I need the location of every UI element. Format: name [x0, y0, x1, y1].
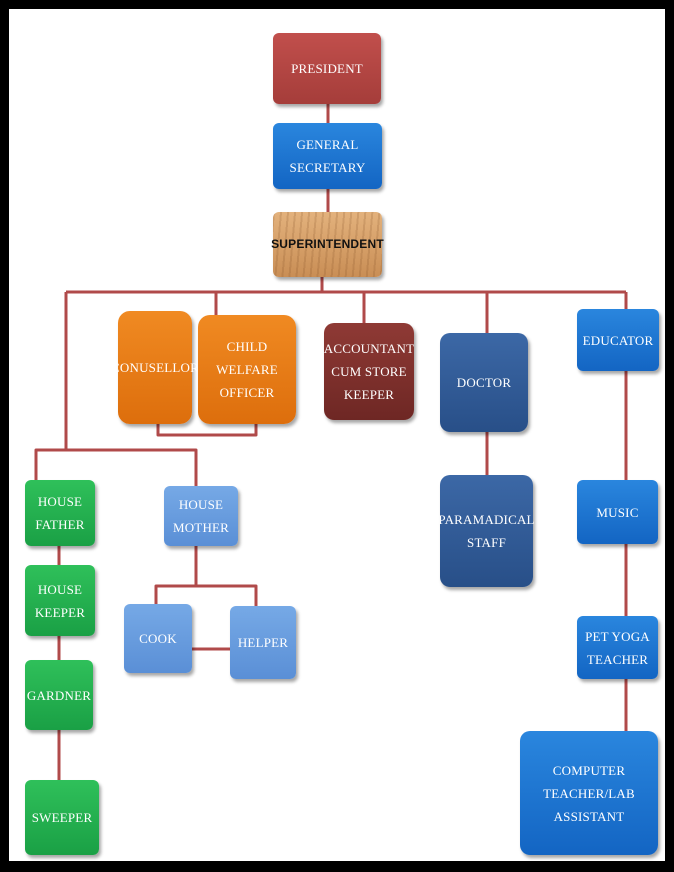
general-secretary-box: GENERAL SECRETARY	[273, 123, 382, 189]
org-chart-connectors	[34, 104, 628, 780]
connector-mother-staff	[154, 546, 198, 604]
educator-box: EDUCATOR	[577, 309, 659, 371]
counsellor-box: CONUSELLOR	[111, 311, 199, 424]
cook-box: COOK	[124, 604, 192, 673]
child-welfare-officer-box: CHILD WELFARE OFFICER	[198, 315, 296, 424]
org-chart: PRESIDENT GENERAL SECRETARY SUPERINTENDE…	[9, 9, 665, 861]
pet-yoga-teacher-box: PET YOGA TEACHER	[577, 616, 658, 679]
computer-teacher-box: COMPUTER TEACHER/LAB ASSISTANT	[520, 731, 658, 855]
music-box: MUSIC	[577, 480, 658, 544]
connector-mother-helper	[196, 584, 258, 606]
house-mother-box: HOUSE MOTHER	[164, 486, 238, 546]
connector-house-branch	[34, 448, 198, 486]
connector-counsellor-welfare	[156, 424, 258, 437]
president-box: PRESIDENT	[273, 33, 381, 104]
house-keeper-box: HOUSE KEEPER	[25, 565, 95, 636]
paramedical-staff-box: PARAMADICAL STAFF	[438, 475, 534, 587]
sweeper-box: SWEEPER	[25, 780, 99, 855]
house-father-box: HOUSE FATHER	[25, 480, 95, 546]
superintendent-box: SUPERINTENDENT	[271, 212, 384, 277]
accountant-box: ACCOUNTANT CUM STORE KEEPER	[324, 323, 414, 420]
helper-box: HELPER	[230, 606, 296, 679]
gardner-box: GARDNER	[25, 660, 93, 730]
doctor-box: DOCTOR	[440, 333, 528, 432]
